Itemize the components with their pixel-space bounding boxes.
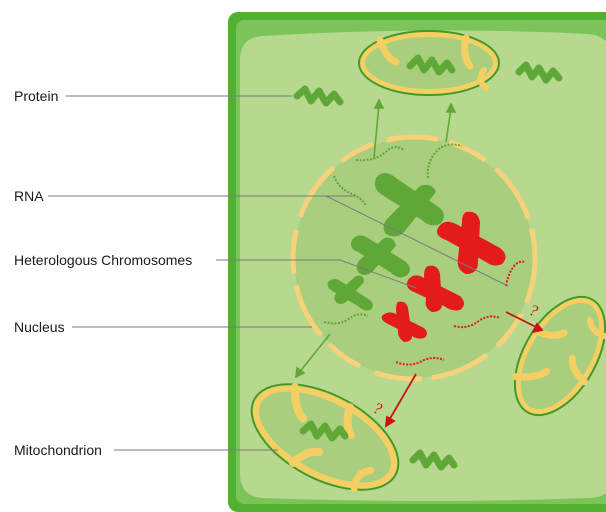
label-heterologous-chromosomes: Heterologous Chromosomes [14, 252, 192, 268]
label-nucleus: Nucleus [14, 319, 65, 335]
label-rna: RNA [14, 188, 44, 204]
label-protein: Protein [14, 88, 58, 104]
label-mitochondrion: Mitochondrion [14, 442, 102, 458]
